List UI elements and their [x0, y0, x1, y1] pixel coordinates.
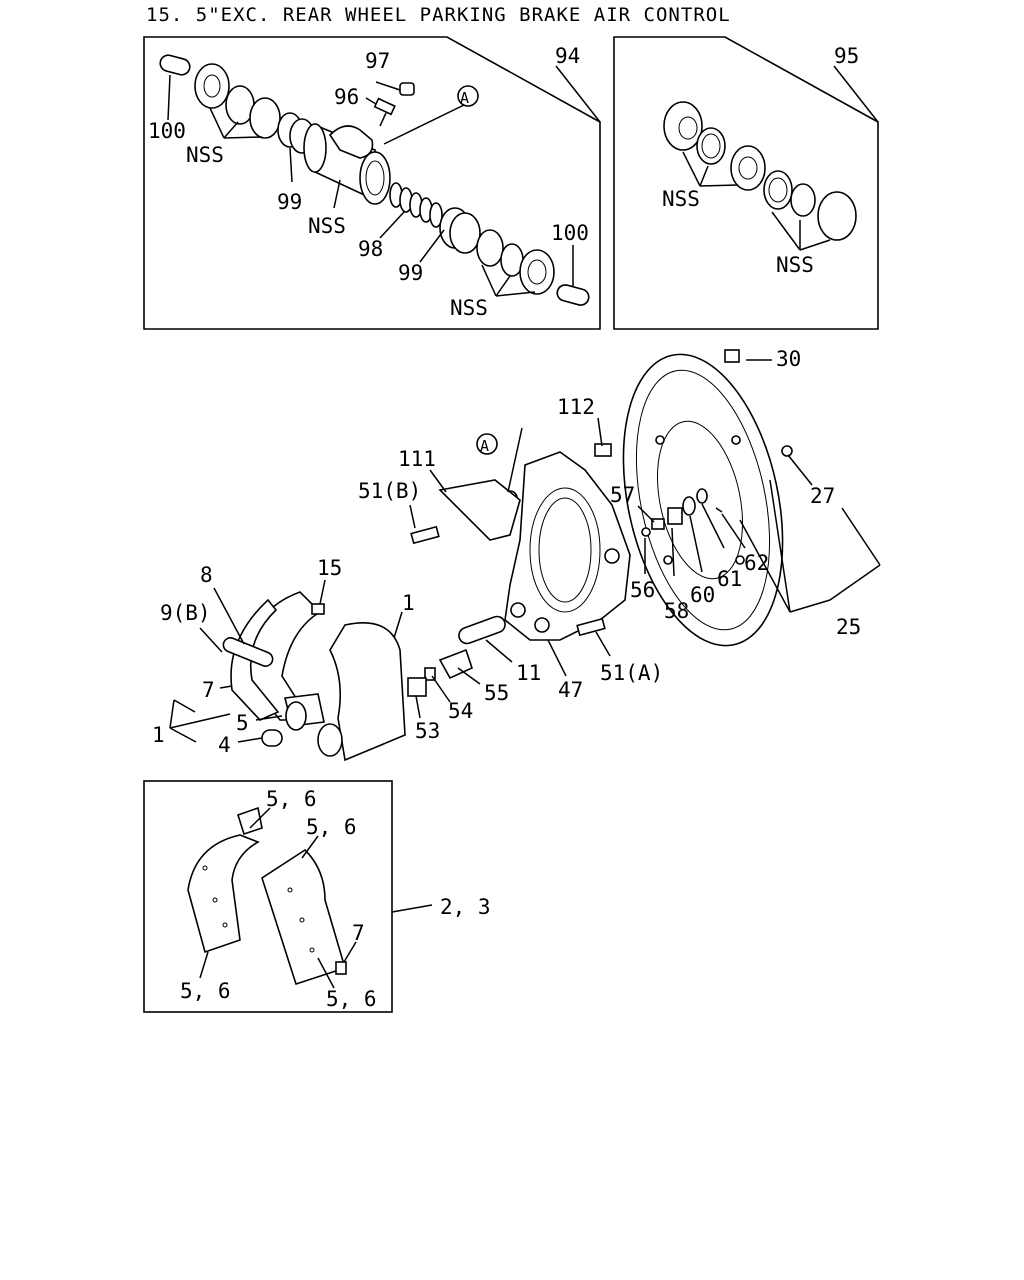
label-nss-95-1: NSS: [662, 187, 700, 211]
marker-a-main-circle: [476, 433, 498, 455]
label-56-bottom-left: 5, 6: [180, 979, 231, 1003]
clip-61: [696, 488, 708, 504]
bolt-53: [407, 677, 427, 697]
label-nss-2: NSS: [308, 214, 346, 238]
label-7-lining: 7: [352, 921, 365, 945]
marker-a-main-label: A: [480, 437, 489, 455]
spring-15: [311, 603, 325, 615]
bleeder-cap-97: [399, 82, 415, 96]
label-99-right: 99: [398, 261, 423, 285]
spring-98: [429, 202, 443, 228]
label-15: 15: [317, 556, 342, 580]
label-nss-95-2: NSS: [776, 253, 814, 277]
label-51a: 51(A): [600, 661, 663, 685]
label-111: 111: [398, 447, 436, 471]
inset-95-repair-kit: 95 NSS NSS: [613, 36, 879, 330]
lining-segment-2: [261, 848, 346, 986]
cup-seal: [249, 97, 281, 139]
label-96: 96: [334, 85, 359, 109]
label-54: 54: [448, 699, 473, 723]
label-4: 4: [218, 733, 231, 757]
diagram-title: 15. 5"EXC. REAR WHEEL PARKING BRAKE AIR …: [146, 4, 731, 26]
roller-8: [222, 637, 274, 667]
label-97: 97: [365, 49, 390, 73]
boot-left: [194, 63, 230, 109]
plate-111: [438, 479, 521, 541]
ref-95-label: 95: [834, 44, 859, 68]
label-9b: 9(B): [160, 601, 211, 625]
ref-2-3-label: 2, 3: [440, 895, 491, 919]
label-30: 30: [776, 347, 801, 371]
rivet-7: [335, 961, 347, 975]
label-1-top: 1: [402, 591, 415, 615]
bleeder-screw-96: [373, 97, 396, 116]
ref-94-label: 94: [555, 44, 580, 68]
brake-shoe-lower: [329, 621, 406, 762]
marker-a-label: A: [460, 89, 469, 107]
pin-62: [715, 507, 723, 513]
bleeder-boss: [328, 125, 374, 159]
washer-60: [682, 496, 696, 516]
label-100-left: 100: [148, 119, 186, 143]
label-56-top-right: 5, 6: [306, 815, 357, 839]
label-51b: 51(B): [358, 479, 421, 503]
label-53: 53: [415, 719, 440, 743]
bolt-112: [594, 443, 612, 457]
label-27: 27: [810, 484, 835, 508]
lining-segment-1: [187, 834, 260, 954]
label-1-left: 1: [152, 723, 165, 747]
label-112: 112: [557, 395, 595, 419]
label-99-left: 99: [277, 190, 302, 214]
cam-55: [438, 648, 473, 680]
label-100-right: 100: [551, 221, 589, 245]
bushing-58: [667, 507, 683, 525]
pin-100-left: [159, 54, 191, 76]
label-56-top-left: 5, 6: [266, 787, 317, 811]
label-8: 8: [200, 563, 213, 587]
label-7: 7: [202, 678, 215, 702]
label-58: 58: [664, 599, 689, 623]
marker-a-circle: [457, 85, 479, 107]
anchor-pin-11: [458, 615, 506, 645]
inset-94-frame: [143, 36, 601, 330]
bolt-30: [724, 349, 740, 363]
label-47: 47: [558, 678, 583, 702]
label-56: 56: [630, 578, 655, 602]
label-56-bottom-right: 5, 6: [326, 987, 377, 1011]
label-5: 5: [236, 711, 249, 735]
label-57: 57: [610, 483, 635, 507]
inset-lining-kit: 2, 3 5, 6 5, 6 7 5, 6 5, 6: [143, 780, 491, 1013]
label-60: 60: [690, 583, 715, 607]
inset-95-frame: [613, 36, 879, 330]
label-61: 61: [717, 567, 742, 591]
inset-lining-frame: [143, 780, 393, 1013]
washer-54: [424, 667, 436, 681]
bolt-51a: [576, 617, 606, 637]
inset-94-wheel-cylinder: A 94 97 96 100 NSS 99 NSS 98 99 100 NSS: [143, 36, 601, 330]
nut-27: [781, 445, 793, 457]
boot-right: [519, 249, 555, 295]
label-55: 55: [484, 681, 509, 705]
nut-57: [651, 518, 665, 530]
pin-4: [261, 729, 283, 747]
bolt-51b: [410, 525, 440, 545]
label-nss-3: NSS: [450, 296, 488, 320]
label-11: 11: [516, 661, 541, 685]
label-nss-1: NSS: [186, 143, 224, 167]
pin-100-right: [556, 284, 590, 306]
washer-56: [641, 527, 651, 537]
label-25: 25: [836, 615, 861, 639]
cup-right: [476, 229, 504, 267]
label-98: 98: [358, 237, 383, 261]
label-62: 62: [744, 551, 769, 575]
main-brake-assembly: A 30 112 27 111 51(B) 57 8 15 1 9(B) 56 …: [152, 347, 881, 762]
